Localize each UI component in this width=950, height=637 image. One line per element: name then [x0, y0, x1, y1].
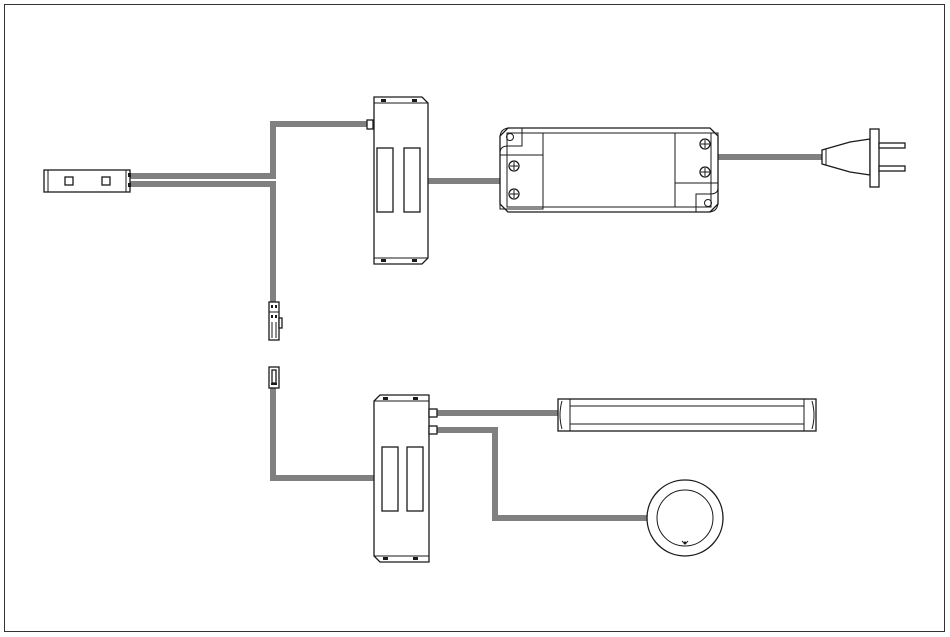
connector-socket: [269, 367, 279, 388]
switch-sensor: [44, 170, 131, 192]
cable-distributor-to-spot: [437, 430, 648, 518]
distributor-2-port-2: [407, 447, 423, 511]
distributor-port-2: [404, 148, 420, 212]
round-spot-light: [647, 480, 723, 556]
power-driver: [500, 128, 718, 212]
distributor-block-2: [374, 395, 437, 562]
cables: [130, 124, 824, 518]
cable-switch-to-distributor: [130, 124, 368, 176]
mains-plug: [822, 129, 905, 187]
led-bar-light: [558, 399, 816, 431]
cable-switch-to-plug: [130, 184, 273, 302]
distributor-port-1: [377, 148, 393, 212]
sensor-led-1-icon: [65, 177, 73, 185]
sensor-led-2-icon: [102, 177, 110, 185]
connector-plug: [269, 302, 282, 340]
diagram-frame: [5, 5, 945, 632]
distributor-2-port-1: [382, 447, 398, 511]
cable-socket-to-distributor: [273, 388, 374, 478]
distributor-block: [367, 97, 428, 264]
